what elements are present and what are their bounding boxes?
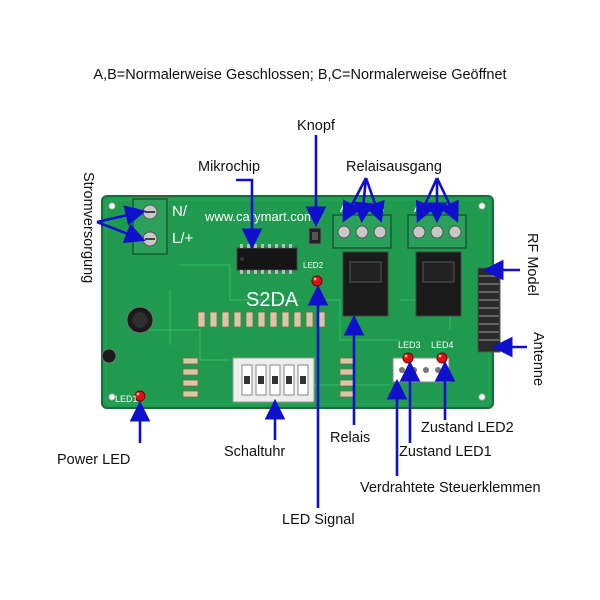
- capacitor: [126, 306, 154, 334]
- led-power: [134, 390, 146, 402]
- label-zustand-led1: Zustand LED1: [399, 444, 492, 460]
- relay-2: [415, 251, 462, 317]
- terminal-n-label: N/: [172, 203, 188, 220]
- led2-silk: LED2: [303, 261, 324, 270]
- label-mikrochip: Mikrochip: [198, 159, 260, 175]
- label-rf-model: RF Model: [524, 233, 540, 296]
- board-url: www.carymart.com: [204, 209, 315, 224]
- label-relaisausgang: Relaisausgang: [346, 159, 442, 175]
- power-terminal-block[interactable]: [132, 198, 168, 255]
- board-model: S2DA: [246, 289, 299, 311]
- relay-terminal-block-2[interactable]: [407, 214, 467, 249]
- led-status-1: [402, 352, 414, 364]
- led3-silk: LED3: [398, 340, 421, 350]
- learn-button[interactable]: [308, 227, 322, 245]
- label-relais: Relais: [330, 430, 370, 446]
- header-note: A,B=Normalerweise Geschlossen; B,C=Norma…: [93, 67, 506, 83]
- terminal-l-label: L/+: [172, 230, 194, 247]
- microchip: [236, 244, 298, 274]
- label-steuerklemmen: Verdrahtete Steuerklemmen: [360, 480, 541, 496]
- rf-module: [477, 267, 501, 353]
- label-led-signal: LED Signal: [282, 512, 355, 528]
- label-antenne: Antenne: [530, 332, 546, 386]
- led-status-2: [436, 352, 448, 364]
- label-knopf: Knopf: [297, 118, 336, 134]
- label-power-led: Power LED: [57, 452, 130, 468]
- led4-silk: LED4: [431, 340, 454, 350]
- label-stromversorgung: Stromversorgung: [80, 172, 96, 283]
- resistor-row: [182, 311, 356, 398]
- label-zustand-led2: Zustand LED2: [421, 420, 514, 436]
- relay-1: [342, 251, 389, 317]
- capacitor-small: [101, 348, 117, 364]
- led1-silk: LED1: [115, 394, 138, 404]
- arrows: [96, 135, 527, 508]
- led-signal: [311, 275, 323, 287]
- relay-terminal-block-1[interactable]: [332, 214, 392, 249]
- label-schaltuhr: Schaltuhr: [224, 444, 285, 460]
- dip-switch[interactable]: [232, 357, 315, 403]
